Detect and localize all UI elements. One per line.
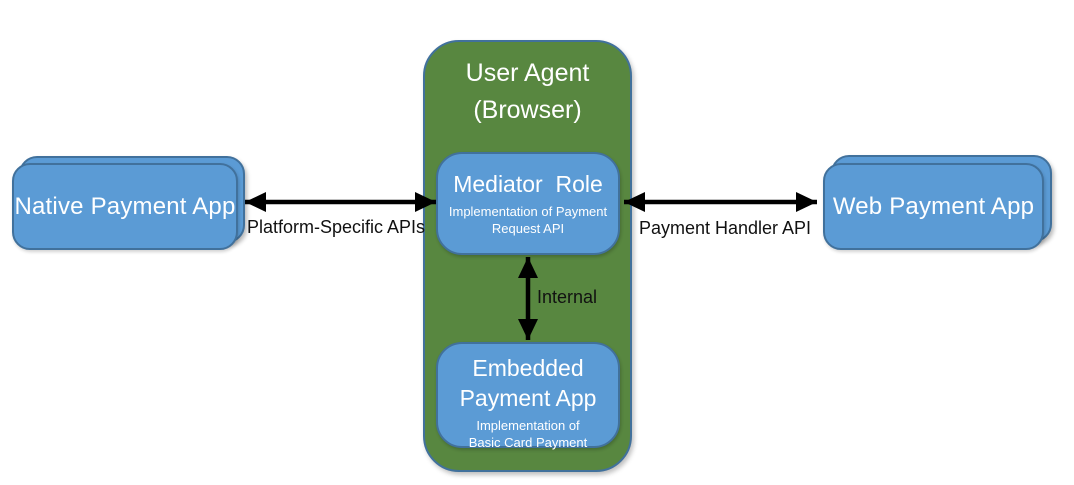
- embedded-title-line2: Payment App: [459, 385, 597, 411]
- mediator-role-subtitle: Implementation of Payment Request API: [448, 204, 608, 236]
- internal-label: Internal: [537, 287, 598, 307]
- embedded-subtitle-line2: Basic Card Payment: [468, 435, 588, 450]
- web-payment-app-label: Web Payment App: [832, 192, 1035, 220]
- embedded-subtitle-line1: Implementation of: [476, 418, 580, 433]
- platform-specific-apis-label: Platform-Specific APIs: [246, 217, 426, 237]
- native-payment-app-label: Native Payment App: [14, 192, 236, 220]
- payment-handler-api-label: Payment Handler API: [638, 218, 812, 238]
- user-agent-title: User Agent (Browser): [425, 55, 630, 129]
- embedded-payment-app-node: Embedded Payment App Implementation of B…: [436, 342, 620, 450]
- web-payment-app-node: Web Payment App: [823, 163, 1044, 250]
- mediator-role-node: Mediator Role Implementation of Payment …: [436, 152, 620, 255]
- native-payment-app-node: Native Payment App: [12, 163, 238, 250]
- user-agent-title-line2: (Browser): [473, 96, 582, 124]
- mediator-role-title: Mediator Role: [453, 171, 603, 197]
- embedded-title-line1: Embedded: [472, 355, 584, 381]
- user-agent-title-line1: User Agent: [465, 59, 590, 87]
